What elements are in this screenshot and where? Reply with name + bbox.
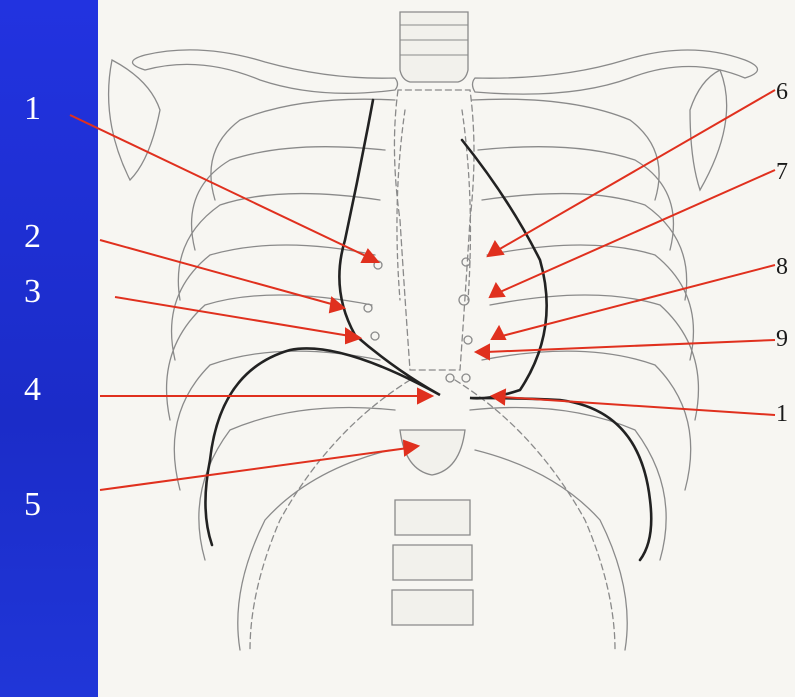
label-right-9: 9 (776, 327, 788, 351)
rib-left-4 (172, 245, 375, 360)
arrow-3 (115, 297, 350, 336)
label-right-7: 7 (776, 160, 788, 184)
right-clavicle (473, 50, 758, 94)
skeleton-drawing (109, 12, 758, 650)
sternum (394, 90, 474, 370)
rib-left-2 (192, 147, 385, 250)
right-scapula (690, 70, 727, 190)
vertebra-3 (392, 590, 473, 625)
left-scapula (109, 60, 160, 180)
trachea (400, 12, 468, 82)
rib-right-6 (482, 351, 691, 490)
label-left-2: 2 (24, 220, 41, 254)
rib-left-8 (238, 450, 390, 650)
arrow-2 (100, 240, 335, 305)
left-clavicle (133, 50, 398, 93)
rib-right-2 (478, 147, 673, 250)
label-right-6: 6 (776, 80, 788, 104)
vertebra-2 (393, 545, 472, 580)
rib-right-8 (475, 450, 627, 650)
rib-left-1 (211, 99, 395, 200)
rib-left-6 (174, 351, 380, 490)
label-left-3: 3 (24, 275, 41, 309)
costal-margin-right (455, 380, 615, 650)
arrow-9 (486, 340, 775, 352)
label-left-5: 5 (24, 488, 41, 522)
pleura-outlines (205, 100, 651, 560)
label-right-8: 8 (776, 255, 788, 279)
left-pleura-outline (205, 100, 440, 545)
rib-right-1 (472, 99, 659, 200)
arrow-6 (498, 90, 775, 250)
rib-left-3 (178, 194, 380, 300)
arrow-5 (100, 448, 408, 490)
label-right-10: 1 (776, 402, 788, 426)
arrow-7 (500, 170, 775, 292)
cardiac-shadow (397, 110, 470, 300)
label-left-1: 1 (24, 92, 41, 126)
arrow-1 (70, 115, 370, 258)
rib-left-7 (199, 408, 395, 561)
costal-margin-left (250, 380, 410, 650)
vertebra-1 (395, 500, 470, 535)
label-left-4: 4 (24, 373, 41, 407)
rib-right-5 (490, 295, 698, 420)
rib-right-4 (487, 245, 693, 360)
arrow-10 (502, 397, 775, 415)
rib-right-7 (470, 408, 666, 561)
